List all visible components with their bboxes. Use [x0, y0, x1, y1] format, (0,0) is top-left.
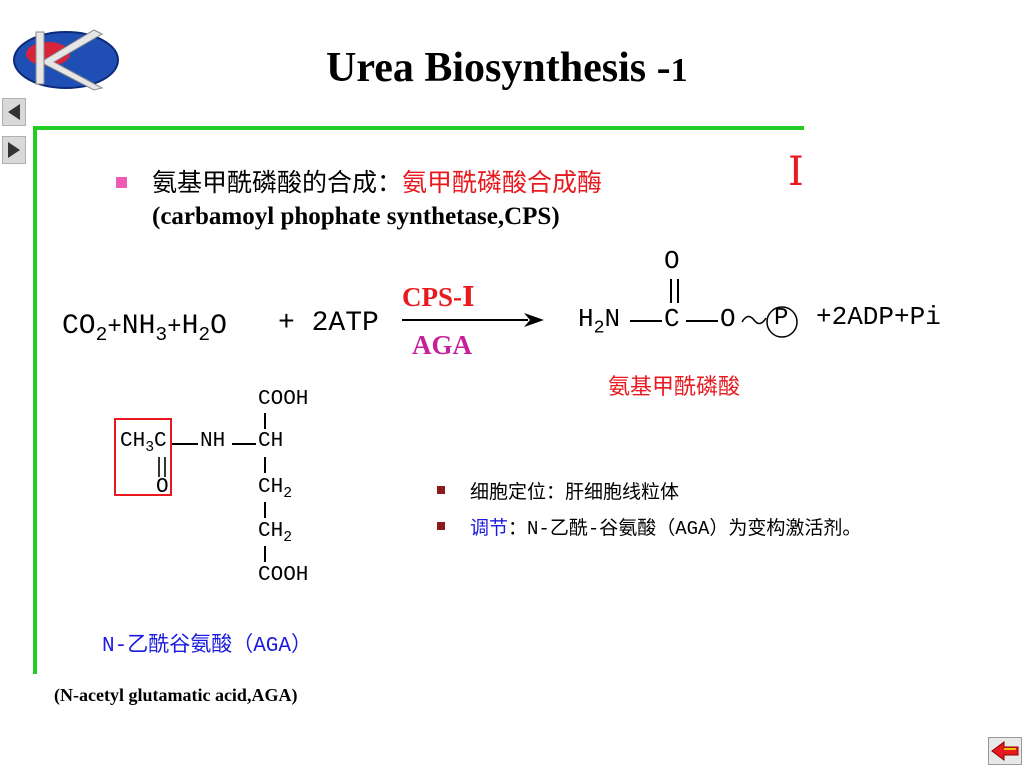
high-energy-bond-tilde	[741, 306, 798, 338]
triangle-right-icon	[8, 142, 20, 158]
bullet1-enzyme: 氨甲酰磷酸合成酶	[402, 168, 603, 197]
bullet-square-pink	[116, 177, 127, 188]
aga-double-bond	[158, 457, 166, 477]
aga-bond-1	[264, 413, 266, 429]
bullet1-line: 氨基甲酰磷酸的合成：氨甲酰磷酸合成酶	[152, 163, 602, 199]
aga-bond-4	[264, 546, 266, 562]
enzyme-cps: CPS-Ⅰ	[402, 282, 475, 312]
aga-ch3c: CH3C	[120, 430, 167, 457]
aga-bond-2	[264, 457, 266, 473]
logo	[13, 29, 119, 91]
product-phosphate: P	[774, 305, 789, 332]
title-main: Urea Biosynthesis -	[326, 45, 671, 91]
aga-cooh-top: COOH	[258, 388, 309, 411]
acetyl-highlight-box	[114, 418, 172, 496]
note-item-2: 调节：N-乙酰-谷氨酸（AGA）为变构激活剂。	[470, 513, 861, 540]
aga-bond-nh-ch	[232, 443, 256, 445]
aga-ch: CH	[258, 430, 284, 453]
bullet1-text: 氨基甲酰磷酸的合成：	[152, 168, 403, 197]
next-slide-button[interactable]	[2, 136, 26, 164]
note-item-2-label: 调节	[470, 517, 509, 539]
product-c: C	[664, 304, 680, 334]
product-rest: +2ADP+Pi	[816, 302, 941, 332]
bullet1-english: (carbamoyl phophate synthetase,CPS)	[152, 203, 560, 230]
aga-name-cn: N-乙酰谷氨酸（AGA）	[102, 635, 313, 658]
aga-cooh-bottom: COOH	[258, 564, 309, 587]
product-h2n: H2N	[578, 304, 621, 339]
bullet1-roman: Ⅰ	[788, 149, 804, 194]
product-double-bond	[670, 279, 679, 303]
aga-ch2a: CH2	[258, 476, 293, 503]
note-item-2-text: ：N-乙酰-谷氨酸（AGA）为变构激活剂。	[508, 518, 862, 540]
aga-nh: NH	[200, 430, 226, 453]
aga-bond-c-nh	[172, 443, 198, 445]
reaction-arrow	[402, 313, 544, 327]
aga-ch2b: CH2	[258, 520, 293, 547]
note-bullet-1	[437, 486, 445, 494]
reactant-atp: + 2ATP	[278, 308, 379, 339]
return-arrow-icon	[991, 741, 1019, 761]
product-bond-nc	[630, 320, 662, 322]
aga-bond-3	[264, 502, 266, 518]
title-number: 1	[670, 52, 688, 89]
page-title: Urea Biosynthesis -1	[326, 44, 688, 92]
triangle-left-icon	[8, 104, 20, 120]
product-o: O	[720, 304, 736, 334]
product-name: 氨基甲酰磷酸	[608, 375, 741, 400]
reactants: CO2+NH3+H2O	[62, 311, 227, 346]
note-item-1: 细胞定位：肝细胞线粒体	[470, 481, 680, 503]
note-bullet-2	[437, 522, 445, 530]
green-rule-left	[33, 126, 37, 674]
product-bond-co	[686, 320, 718, 322]
aga-o: O	[156, 476, 169, 499]
enzyme-aga: AGA	[412, 330, 472, 360]
product-top-oxygen: O	[664, 246, 680, 276]
return-button[interactable]	[988, 737, 1022, 765]
prev-slide-button[interactable]	[2, 98, 26, 126]
green-rule-top	[34, 126, 804, 130]
aga-name-en: (N-acetyl glutamatic acid,AGA)	[54, 685, 298, 705]
